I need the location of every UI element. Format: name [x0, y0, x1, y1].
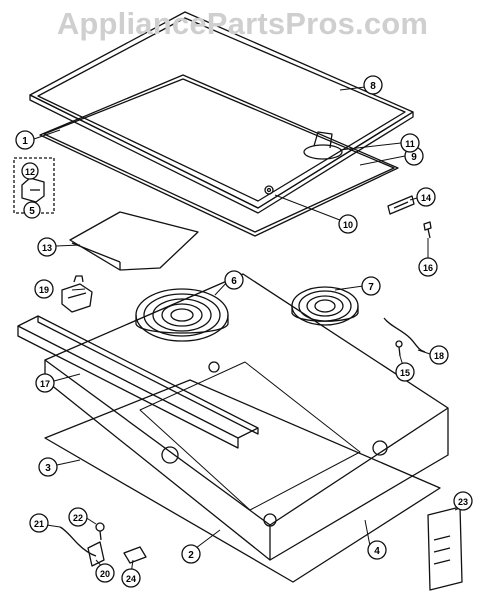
callout-21: 21	[29, 513, 49, 533]
control-board-drawing	[427, 506, 463, 591]
support-rail-drawing	[17, 315, 259, 449]
callout-6: 6	[224, 270, 244, 290]
svg-text:18: 18	[434, 351, 444, 361]
screw-22-drawing	[95, 522, 105, 541]
svg-text:10: 10	[343, 220, 353, 230]
svg-text:15: 15	[400, 368, 410, 378]
callout-16: 16	[418, 257, 438, 277]
svg-text:22: 22	[73, 513, 83, 523]
svg-text:8: 8	[370, 81, 376, 92]
watermark: AppliancePartsPros.com	[56, 6, 429, 41]
infinite-switch-drawing	[61, 275, 93, 313]
callout-5: 5	[23, 201, 41, 219]
svg-text:5: 5	[29, 206, 35, 217]
callout-14: 14	[416, 187, 436, 207]
svg-text:16: 16	[423, 263, 433, 273]
svg-text:17: 17	[40, 379, 50, 389]
clip-24-drawing	[123, 546, 147, 564]
callout-8: 8	[363, 75, 383, 95]
svg-text:21: 21	[34, 519, 44, 529]
svg-text:9: 9	[411, 152, 417, 163]
svg-text:11: 11	[405, 139, 415, 149]
bottom-plate-drawing	[44, 379, 441, 583]
terminal-drawing	[59, 526, 105, 567]
grommet-drawing	[264, 185, 274, 195]
callout-17: 17	[35, 373, 55, 393]
callout-12: 12	[21, 162, 39, 180]
svg-text:14: 14	[421, 193, 431, 203]
svg-text:12: 12	[25, 167, 35, 177]
svg-text:23: 23	[458, 497, 468, 507]
svg-text:13: 13	[42, 243, 52, 253]
control-knob-drawing	[303, 131, 343, 160]
callout-24: 24	[121, 568, 141, 588]
svg-text:24: 24	[126, 574, 136, 584]
glass-panel	[39, 74, 399, 237]
cooktop-frame	[29, 11, 414, 214]
callout-19: 19	[34, 279, 54, 299]
svg-text:7: 7	[368, 282, 374, 293]
callout-7: 7	[361, 276, 381, 296]
callout-22: 22	[68, 507, 88, 527]
callout-10: 10	[338, 214, 358, 234]
wire-drawing	[383, 317, 426, 353]
svg-text:20: 20	[100, 569, 110, 579]
callouts: 1 2 3 4 5 6 7 8 9 10 11 12 13 14 15 16 1…	[15, 75, 473, 588]
switch-drawing	[387, 195, 415, 215]
cooktop-box	[44, 273, 449, 561]
svg-text:6: 6	[231, 276, 237, 287]
callout-2: 2	[181, 544, 201, 564]
screw-15-drawing	[395, 340, 403, 357]
callout-1: 1	[15, 130, 35, 150]
callout-11: 11	[400, 133, 420, 153]
svg-text:3: 3	[45, 463, 51, 474]
callout-18: 18	[429, 345, 449, 365]
svg-text:4: 4	[374, 546, 380, 557]
small-element-drawing	[291, 286, 359, 326]
callout-4: 4	[367, 540, 387, 560]
svg-text:2: 2	[188, 550, 194, 561]
svg-text:19: 19	[39, 285, 49, 295]
callout-20: 20	[95, 563, 115, 583]
svg-text:1: 1	[22, 136, 28, 147]
bracket-drawing	[69, 211, 199, 271]
callout-15: 15	[395, 362, 415, 382]
screw-16-drawing	[423, 221, 432, 239]
large-element-drawing	[135, 288, 229, 342]
callout-3: 3	[38, 457, 58, 477]
callout-23: 23	[453, 491, 473, 511]
callout-13: 13	[37, 237, 57, 257]
